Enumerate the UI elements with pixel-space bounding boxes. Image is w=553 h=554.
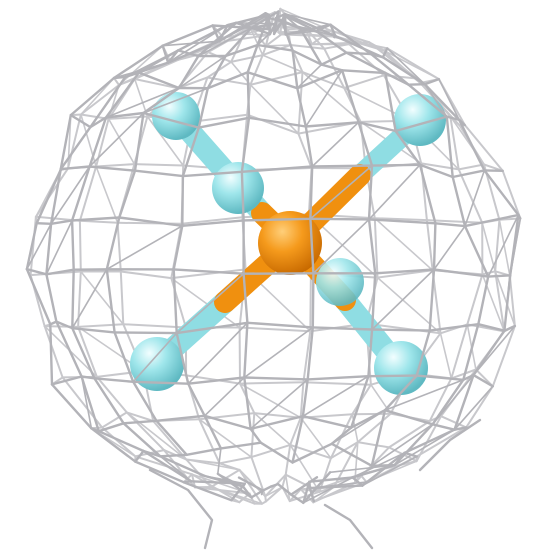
atom-ligand-upper-left-inner xyxy=(212,162,264,214)
atom-ligand-lower-left xyxy=(130,337,184,391)
density-mesh-front xyxy=(25,10,522,550)
atom-ligand-upper-left xyxy=(152,92,200,140)
atom-ligand-lower-right xyxy=(374,341,428,395)
atom-ligand-upper-right xyxy=(394,94,446,146)
atom-ligand-lower-right-inner xyxy=(316,258,364,306)
atom-central xyxy=(258,211,322,275)
